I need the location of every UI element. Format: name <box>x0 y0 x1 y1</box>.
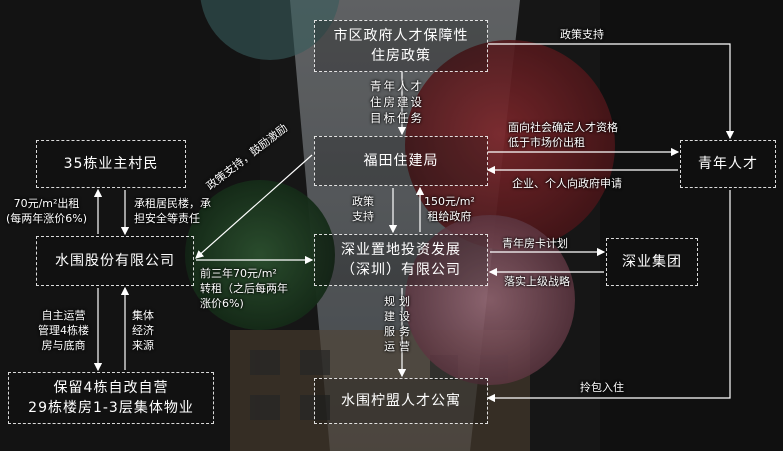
shenzhen-zhidi-line1: 深业置地投资发展 <box>341 242 461 258</box>
rent-150-label: 150元/m² 租给政府 <box>424 195 475 223</box>
services-label: 规划 建设 服务 运营 <box>384 295 414 353</box>
shuiwei-company-label: 水围股份有限公司 <box>55 253 175 269</box>
collective-income-label: 集体 经济 来源 <box>132 309 154 352</box>
young-talent-label: 青年人才 <box>698 156 758 172</box>
talent-apartment-node: 水围柠盟人才公寓 <box>314 378 488 424</box>
young-talent-node: 青年人才 <box>680 140 776 188</box>
shenye-group-node: 深业集团 <box>606 238 698 286</box>
talent-apartment-label: 水围柠盟人才公寓 <box>341 393 461 409</box>
apply-label: 企业、个人向政府申请 <box>512 177 622 190</box>
card-plan-label: 青年房卡计划 <box>502 237 568 250</box>
futian-bureau-node: 福田住建局 <box>314 136 488 186</box>
policy-support-mid-label: 政策 支持 <box>352 195 374 223</box>
self-operate-label: 自主运营 管理4栋楼 房与底商 <box>38 309 89 352</box>
gov-policy-line1: 市区政府人才保障性 <box>333 28 469 44</box>
move-in-label: 拎包入住 <box>580 381 624 394</box>
shenye-group-label: 深业集团 <box>622 254 682 270</box>
shenzhen-zhidi-line2: （深圳）有限公司 <box>341 262 461 278</box>
housing-goal-label: 青年人才 住房建设 目标任务 <box>370 79 424 125</box>
lease-responsibility-label: 承租居民楼，承 担安全等责任 <box>134 197 211 225</box>
villagers-node: 35栋业主村民 <box>36 140 186 188</box>
villagers-label: 35栋业主村民 <box>63 156 159 172</box>
market-rent-label: 面向社会确定人才资格 低于市场价出租 <box>508 121 618 149</box>
retained-buildings-node: 保留4栋自改自营 29栋楼房1-3层集体物业 <box>8 372 214 424</box>
sublease-label: 前三年70元/m² 转租（之后每两年 涨价6%) <box>200 267 288 310</box>
shuiwei-company-node: 水围股份有限公司 <box>36 236 194 286</box>
policy-support-top-label: 政策支持 <box>560 28 604 41</box>
gov-policy-line2: 住房政策 <box>371 48 431 64</box>
retained-line2: 29栋楼房1-3层集体物业 <box>28 400 194 416</box>
rent-70-label: 70元/m²出租 (每两年涨价6%) <box>6 197 88 225</box>
futian-bureau-label: 福田住建局 <box>363 153 439 169</box>
retained-line1: 保留4栋自改自营 <box>53 380 169 396</box>
shenzhen-zhidi-node: 深业置地投资发展 （深圳）有限公司 <box>314 234 488 286</box>
strategy-label: 落实上级战略 <box>504 275 570 288</box>
gov-policy-node: 市区政府人才保障性 住房政策 <box>314 20 488 72</box>
